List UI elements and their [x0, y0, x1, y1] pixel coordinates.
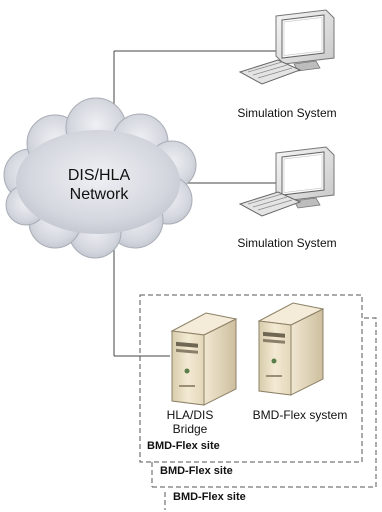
site-label: BMD-Flex site: [160, 465, 233, 477]
simulation-system-label: Simulation System: [237, 106, 337, 120]
bridge-server-icon: [170, 312, 238, 406]
site-box-2-edge: [152, 317, 377, 488]
workstation-1: [238, 9, 335, 85]
site-label: BMD-Flex site: [147, 440, 220, 452]
monitor-icon: [275, 9, 335, 72]
bridge-label-line2: Bridge: [172, 422, 208, 436]
bridge-label-line1: HLA/DIS: [166, 408, 214, 422]
monitor-icon: [275, 146, 335, 209]
network-label-line2: Network: [69, 186, 129, 203]
workstation-2: [238, 146, 335, 217]
keyboard-icon: [238, 59, 302, 85]
network-cloud: [3, 97, 197, 259]
site-boxes: [139, 294, 377, 510]
network-label-line1: DIS/HLA: [67, 167, 131, 184]
site-label: BMD-Flex site: [173, 491, 246, 503]
site-box-1: [139, 294, 363, 463]
connection-lines: [113, 50, 288, 357]
bmd-flex-system-label: BMD-Flex system: [252, 408, 348, 422]
keyboard-icon: [238, 191, 302, 217]
simulation-system-label: Simulation System: [237, 236, 337, 250]
bmd-flex-server-icon: [257, 302, 325, 396]
